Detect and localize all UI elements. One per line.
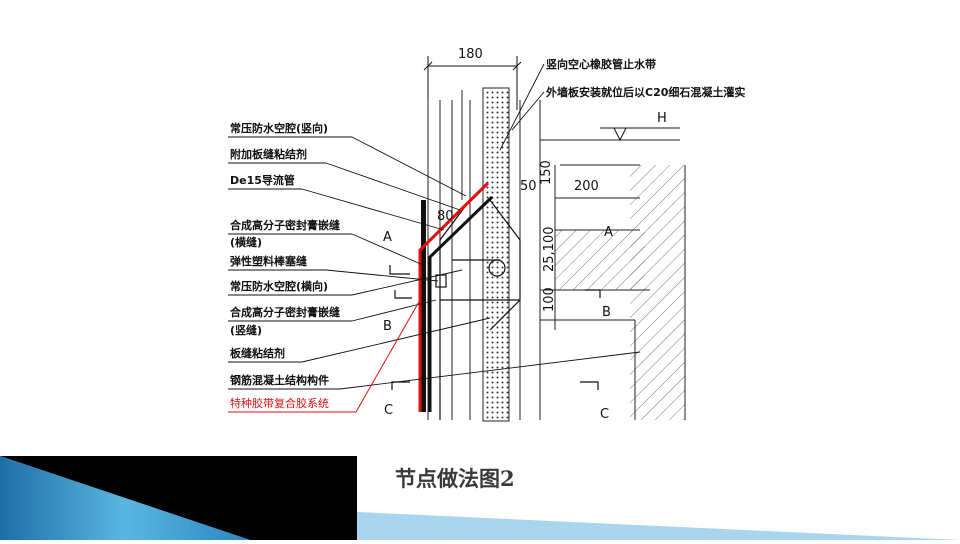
slide-title: 节点做法图2 (395, 466, 515, 491)
right-leaders (499, 63, 545, 151)
tape-highlight (418, 181, 490, 412)
label-vertical-cavity: 常压防水空腔(竖向) (230, 121, 328, 135)
section-b-left: B (383, 319, 392, 334)
section-c-right: C (600, 407, 609, 422)
label-rc-member: 钢筋混凝土结构构件 (230, 373, 329, 387)
label-horizontal-cavity: 常压防水空腔(横向) (230, 279, 328, 293)
left-labels: 常压防水空腔(竖向) 附加板缝粘结剂 De15导流管 合成高分子密封膏嵌缝 (横… (230, 121, 340, 410)
dim-180: 180 (458, 47, 483, 62)
label-tape-system: 特种胶带复合胶系统 (230, 396, 329, 410)
label-vertical-joint: (竖缝) (230, 323, 262, 337)
section-c-left: C (384, 403, 393, 418)
left-underlines (228, 136, 352, 390)
band-black (0, 456, 357, 540)
concrete-strip (482, 87, 510, 422)
section-b-right: B (602, 305, 611, 320)
label-extra-adhesive: 附加板缝粘结剂 (230, 147, 307, 161)
section-a-right: A (604, 225, 613, 240)
label-horizontal-joint: (横缝) (230, 235, 262, 249)
tape-leader (355, 299, 421, 413)
level-mark-h: H (657, 111, 667, 126)
label-plastic-rod: 弹性塑料棒塞缝 (230, 254, 307, 268)
dim-25-100: 25,100 (542, 227, 557, 273)
hatched-slab (630, 165, 685, 420)
label-vertical-rubber-tube: 竖向空心橡胶管止水带 (546, 57, 656, 71)
dim-100: 100 (542, 287, 557, 312)
bottom-band (0, 456, 960, 540)
label-panel-adhesive: 板缝粘结剂 (230, 346, 285, 360)
dim-150: 150 (539, 160, 554, 185)
left-leaders (301, 136, 641, 390)
label-de15-pipe: De15导流管 (230, 173, 295, 187)
band-light (357, 512, 960, 540)
label-sealant-vertical: 合成高分子密封膏嵌缝 (230, 305, 340, 319)
label-c20-grout: 外墙板安装就位后以C20细石混凝土灌实 (545, 85, 745, 99)
dim-80: 80 (437, 209, 454, 224)
right-structure (540, 127, 686, 420)
panel-thick-line (421, 200, 426, 412)
dim-200: 200 (574, 179, 599, 194)
label-sealant-horizontal: 合成高分子密封膏嵌缝 (230, 218, 340, 232)
section-marks (389, 265, 601, 390)
hatched-slab-lower (555, 230, 645, 290)
black-tape-line (428, 195, 494, 412)
band-blue (0, 456, 250, 540)
section-a-left: A (383, 230, 392, 245)
joint-geometry (435, 199, 521, 420)
dim-50: 50 (520, 179, 537, 194)
